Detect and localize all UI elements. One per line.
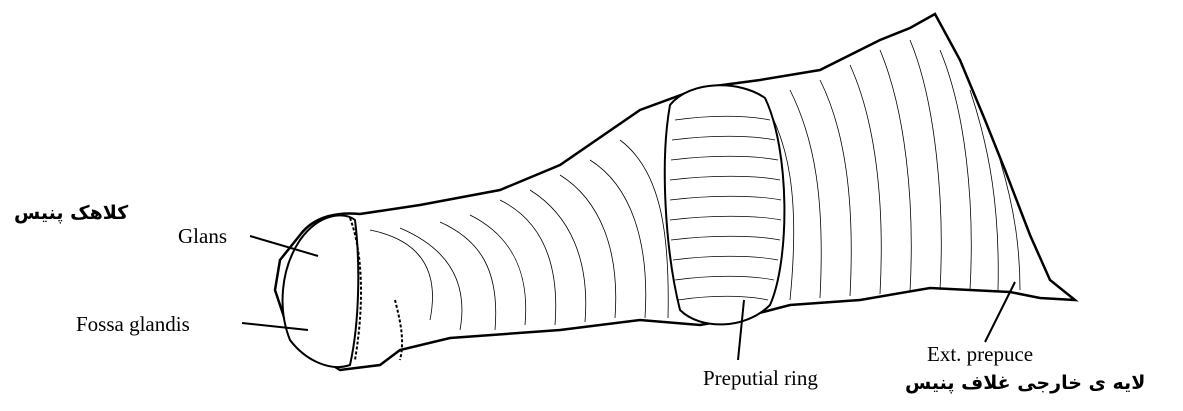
glans-label-persian: کلاهک پنیس xyxy=(14,204,128,223)
glans-label: Glans xyxy=(178,226,227,247)
glans-shape xyxy=(283,215,359,367)
preputial-ring-label: Preputial ring xyxy=(703,368,818,389)
preputial-ring-shape xyxy=(665,85,785,324)
fossa-glandis-label: Fossa glandis xyxy=(76,314,190,335)
ext-prepuce-label-persian: لایه ی خارجی غلاف پنیس xyxy=(905,374,1145,393)
ext-prepuce-label: Ext. prepuce xyxy=(927,344,1033,365)
